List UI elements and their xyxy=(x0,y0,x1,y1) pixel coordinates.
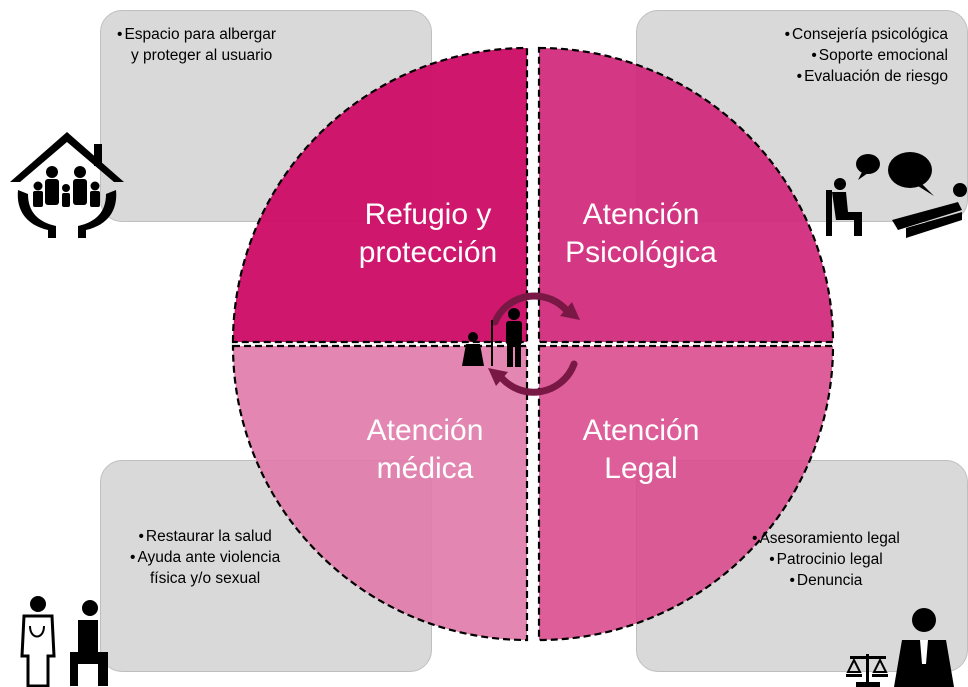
label-line: Atención xyxy=(582,414,700,447)
dashed-outline xyxy=(231,46,835,642)
bullet-item: •Denuncia xyxy=(789,572,863,589)
cycle-arrowheads xyxy=(488,302,580,386)
quadrant-refugio xyxy=(233,48,527,342)
cycle-arrows-icon xyxy=(491,292,578,396)
label-line: Refugio y xyxy=(364,198,492,231)
bullet-item: •Evaluación de riesgo xyxy=(796,68,948,85)
doctor-patient-icon xyxy=(20,596,108,687)
bullet-item: •Ayuda ante violencia xyxy=(130,549,281,566)
therapy-session-icon xyxy=(826,152,967,238)
label-line: protección xyxy=(358,236,498,269)
quadrant-label-psicologica: Atención Psicológica xyxy=(526,196,756,272)
bullet-item: •Asesoramiento legal xyxy=(752,530,900,547)
bullet-item-continuation: física y/o sexual xyxy=(149,570,261,587)
label-line: Atención xyxy=(366,414,484,447)
quadrant-label-legal: Atención Legal xyxy=(526,412,756,488)
refugio-bullets: •Espacio para albergar y proteger al usu… xyxy=(117,24,276,66)
bullet-item: •Soporte emocional xyxy=(811,47,948,64)
legal-bullets: •Asesoramiento legal •Patrocinio legal •… xyxy=(752,528,900,591)
bullet-item: •Espacio para albergar xyxy=(117,26,277,43)
family-house-hands-icon xyxy=(10,132,124,238)
quadrant-label-refugio: Refugio y protección xyxy=(313,196,543,272)
quadrant-legal xyxy=(539,346,833,640)
quadrant-label-medica: Atención médica xyxy=(310,412,540,488)
label-line: Atención xyxy=(582,198,700,231)
bullet-item: •Patrocinio legal xyxy=(769,551,883,568)
bullet-item: •Restaurar la salud xyxy=(138,528,272,545)
label-line: Psicológica xyxy=(565,236,717,269)
bullet-item-continuation: y proteger al usuario xyxy=(131,47,273,64)
bullet-item: •Consejería psicológica xyxy=(784,26,948,43)
medica-bullets: •Restaurar la salud •Ayuda ante violenci… xyxy=(130,526,280,589)
quadrant-medica xyxy=(233,346,527,640)
label-line: médica xyxy=(376,452,474,485)
psicologica-bullets: •Consejería psicológica •Soporte emocion… xyxy=(785,24,948,87)
lawyer-scales-icon xyxy=(846,608,954,687)
people-icon xyxy=(462,308,522,367)
label-line: Legal xyxy=(604,452,678,485)
quadrant-psicologica xyxy=(539,48,833,342)
